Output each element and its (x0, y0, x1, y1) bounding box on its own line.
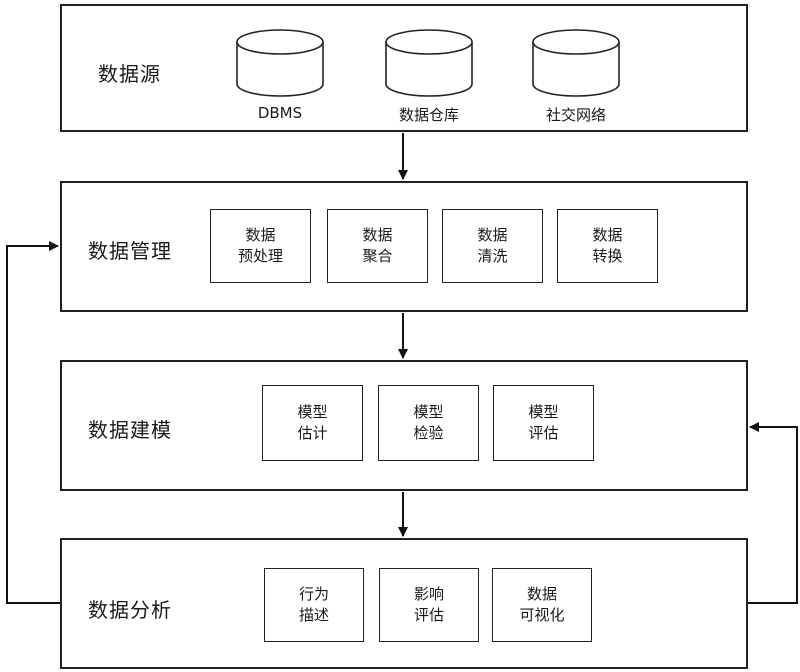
process-box-line1: 数据 (362, 226, 393, 244)
process-box-line1: 模型 (297, 403, 328, 421)
process-box-preprocessing: 数据 预处理 (210, 209, 311, 283)
process-box-line1: 数据 (245, 226, 276, 244)
layer-title-data-source: 数据源 (98, 62, 161, 86)
database-label-dbms: DBMS (257, 104, 303, 122)
layer-title-data-modeling: 数据建模 (88, 418, 172, 442)
database-label-social-network: 社交网络 (545, 106, 606, 124)
database-cylinder-icon (532, 29, 620, 97)
database-data-warehouse: 数据仓库 (384, 28, 474, 125)
process-box-line1: 影响 (413, 585, 444, 603)
process-box-aggregation: 数据 聚合 (327, 209, 428, 283)
layer-title-data-analysis: 数据分析 (88, 598, 172, 622)
process-box-line2: 检验 (413, 424, 444, 442)
process-box-model-testing: 模型 检验 (378, 385, 479, 461)
process-box-line1: 模型 (413, 403, 444, 421)
process-box-line2: 评估 (413, 606, 444, 624)
layer-data-management: 数据管理 数据 预处理 数据 聚合 数据 清洗 数据 转换 (60, 181, 748, 312)
process-box-cleaning: 数据 清洗 (442, 209, 543, 283)
layer-data-analysis: 数据分析 行为 描述 影响 评估 数据 可视化 (60, 538, 748, 669)
process-box-line2: 评估 (528, 424, 559, 442)
layer-title-data-management: 数据管理 (88, 239, 172, 263)
process-box-model-estimation: 模型 估计 (262, 385, 363, 461)
layer-data-modeling: 数据建模 模型 估计 模型 检验 模型 评估 (60, 360, 748, 491)
feedback-arrow-analysis-to-modeling (748, 422, 798, 604)
database-cylinder-icon (385, 29, 473, 97)
process-box-line2: 预处理 (237, 247, 283, 265)
process-box-line2: 清洗 (477, 247, 508, 265)
database-cylinder-icon (236, 29, 324, 97)
database-dbms: DBMS (235, 28, 325, 122)
database-label-data-warehouse: 数据仓库 (398, 106, 459, 124)
process-box-behavior-description: 行为 描述 (264, 568, 364, 642)
process-box-line1: 数据 (592, 226, 623, 244)
process-box-line2: 转换 (592, 247, 623, 265)
process-box-line2: 描述 (298, 606, 329, 624)
process-box-line1: 数据 (526, 585, 557, 603)
process-box-transformation: 数据 转换 (557, 209, 658, 283)
feedback-arrow-analysis-to-management (6, 241, 60, 604)
process-box-data-visualization: 数据 可视化 (492, 568, 592, 642)
process-box-model-evaluation: 模型 评估 (493, 385, 594, 461)
database-social-network: 社交网络 (531, 28, 621, 125)
process-box-line2: 聚合 (362, 247, 393, 265)
process-box-line1: 行为 (298, 585, 329, 603)
process-box-impact-evaluation: 影响 评估 (379, 568, 479, 642)
process-box-line1: 模型 (528, 403, 559, 421)
process-box-line1: 数据 (477, 226, 508, 244)
process-box-line2: 可视化 (519, 606, 565, 624)
process-box-line2: 估计 (297, 424, 328, 442)
layer-data-source: 数据源 DBMS 数据仓库 社交网络 (60, 4, 748, 132)
